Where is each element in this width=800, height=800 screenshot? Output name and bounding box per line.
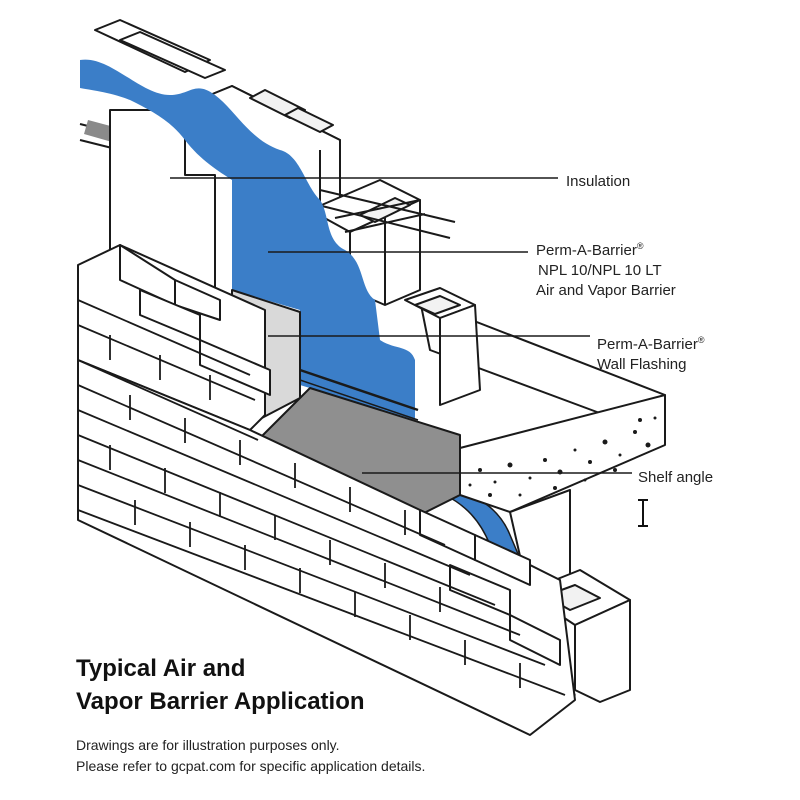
callout-flashing-line2: Wall Flashing bbox=[597, 356, 687, 373]
page-title: Typical Air and Vapor Barrier Applicatio… bbox=[76, 652, 365, 718]
callout-insulation-text: Insulation bbox=[566, 173, 631, 190]
disclaimer-line1: Drawings are for illustration purposes o… bbox=[76, 737, 340, 753]
disclaimer-line2: Please refer to gcpat.com for specific a… bbox=[76, 758, 426, 774]
air-vapor-barrier bbox=[80, 59, 415, 420]
title-line2: Vapor Barrier Application bbox=[76, 688, 365, 715]
callout-wall-flashing: Perm-A-Barrier® Wall Flashing bbox=[597, 330, 704, 375]
concrete-aggregate bbox=[468, 416, 657, 497]
callout-flashing-line1: Perm-A-Barrier® bbox=[597, 335, 705, 353]
callout-barrier-line2: NPL 10/NPL 10 LT bbox=[538, 262, 662, 279]
callout-insulation: Insulation bbox=[566, 172, 630, 192]
lower-cmu-blocks bbox=[404, 287, 631, 703]
callout-shelf-angle: Shelf angle bbox=[638, 468, 713, 488]
title-line1: Typical Air and bbox=[76, 655, 246, 682]
callout-shelf-angle-text: Shelf angle bbox=[638, 469, 714, 486]
callout-barrier-line3: Air and Vapor Barrier bbox=[536, 282, 676, 299]
brick-courses bbox=[77, 299, 566, 696]
registered-mark: ® bbox=[697, 335, 705, 345]
disclaimer: Drawings are for illustration purposes o… bbox=[76, 735, 425, 777]
callout-barrier-line1: Perm-A-Barrier® bbox=[536, 241, 644, 259]
callout-air-vapor-barrier: Perm-A-Barrier® NPL 10/NPL 10 LT Air and… bbox=[536, 236, 676, 301]
callout-leaders bbox=[170, 177, 632, 474]
registered-mark: ® bbox=[636, 241, 644, 251]
text-cursor-icon bbox=[638, 499, 648, 527]
